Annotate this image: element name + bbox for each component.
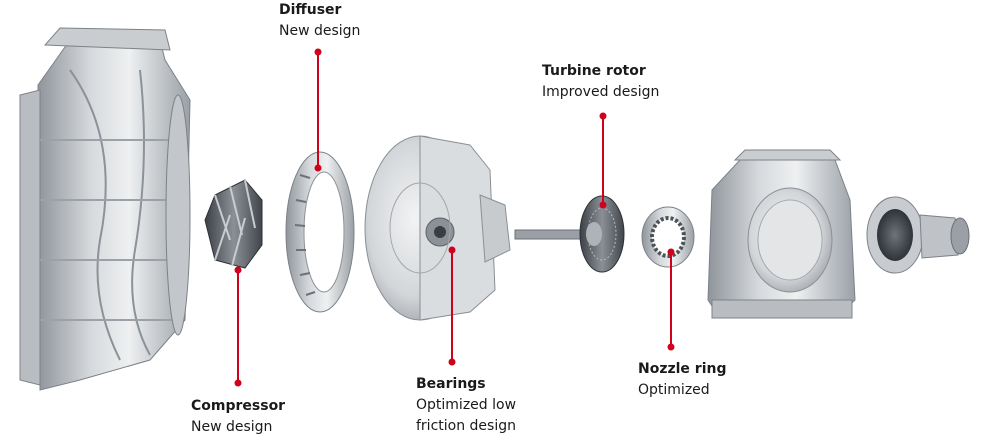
gas-outlet [866,196,970,274]
callout-subtitle: New design [191,419,273,435]
leader-bearings [448,246,456,366]
callout-nozzle-ring: Nozzle ring Optimized [638,359,727,401]
leader-diffuser [314,48,322,172]
callout-compressor: Compressor New design [191,396,285,438]
compressor-housing [19,27,191,391]
leader-compressor [234,266,242,387]
callout-bearings: Bearings Optimized low friction design [416,374,516,437]
callout-title: Compressor [191,398,286,414]
callout-subtitle: Optimized low [416,397,517,413]
turbine-rotor [514,195,625,273]
callout-title: Bearings [416,376,486,392]
callout-title: Turbine rotor [542,63,646,79]
callout-turbine-rotor: Turbine rotor Improved design [542,61,659,103]
callout-title: Diffuser [279,2,342,18]
leader-turbine-rotor [599,112,607,209]
callout-subtitle: Improved design [542,84,660,100]
compressor-wheel [204,179,263,269]
turbine-casing [707,149,856,319]
bearing-housing [364,135,511,321]
leader-nozzle-ring [667,248,675,351]
callout-diffuser: Diffuser New design [279,0,360,42]
callout-subtitle: Optimized [638,382,710,398]
callout-subtitle: New design [279,23,361,39]
callout-title: Nozzle ring [638,361,727,377]
callout-subtitle: friction design [416,418,516,434]
diffuser [285,151,355,313]
nozzle-ring [641,206,695,268]
